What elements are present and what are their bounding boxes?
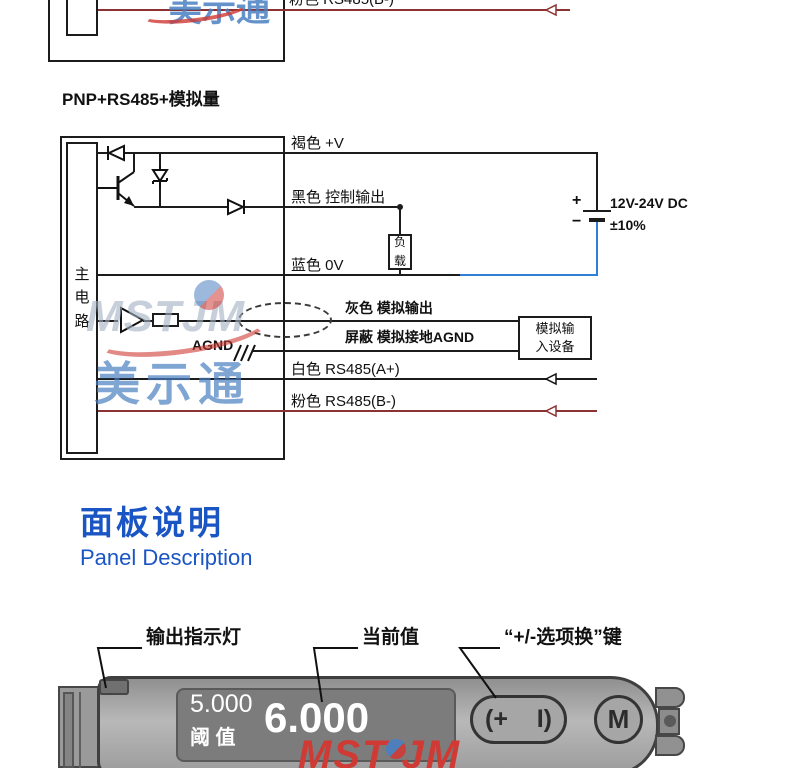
load-bottom-lead [399, 268, 401, 276]
mount-tab-bottom [655, 735, 685, 756]
fiber-port-slot [63, 692, 74, 768]
load-label: 负载 [393, 235, 406, 268]
buffer-output-line [143, 320, 152, 322]
power-minus-lead [596, 222, 598, 276]
wire-label-shield: 屏蔽 模拟接地AGND [345, 329, 475, 345]
mode-key-label: M [607, 704, 630, 734]
analog-device-line2: 入设备 [535, 339, 575, 354]
callout-output-indicator: 输出指示灯 [146, 627, 242, 648]
buffer-input-line [98, 320, 118, 322]
fragment-box-left-line [48, 0, 50, 62]
wire-black-line [134, 206, 401, 208]
plus-key-label: (+ [485, 705, 508, 733]
power-plus-lead [596, 152, 598, 212]
mode-button[interactable]: M [594, 695, 643, 744]
zener-diode-icon [151, 166, 169, 188]
diode-icon [227, 198, 246, 216]
transistor-icon [98, 171, 135, 207]
main-circuit-box: 主电路 [66, 142, 98, 454]
power-tolerance-label: ±10% [610, 217, 646, 233]
diode-icon [106, 144, 125, 162]
fragment-inner-bottom-line [66, 34, 98, 36]
display-current-value: 6.000 [264, 694, 370, 741]
zener-bottom-lead [159, 188, 161, 206]
zener-top-lead [159, 152, 161, 166]
cable-shield-ellipse [238, 302, 332, 338]
arrow-left-icon [544, 3, 557, 17]
wire-pink-line [98, 410, 597, 412]
fragment-box-bottom-line [48, 60, 285, 62]
load-top-lead [399, 206, 401, 236]
agnd-label: AGND [192, 337, 234, 353]
analog-device-line1: 模拟输 [535, 321, 575, 337]
battery-long-bar [583, 210, 611, 212]
wire-label-black: 黑色 控制输出 [291, 189, 386, 206]
display-threshold-value: 5.000 [190, 690, 253, 718]
buffer-amp-icon [120, 306, 146, 334]
mount-tab-top [655, 687, 685, 708]
select-key-label: I) [536, 705, 552, 733]
fiber-port-seam [79, 692, 81, 768]
wire-label-gray: 灰色 模拟输出 [345, 300, 433, 316]
fragment-inner-right-line [96, 0, 98, 36]
wire-blue-line-left [98, 274, 460, 276]
callout-option-keys: “+/-选项换”键 [504, 627, 622, 648]
fragment-inner-left-line [66, 0, 68, 36]
load-box: 负载 [388, 234, 412, 270]
battery-short-bar [589, 218, 605, 222]
mount-pin [664, 715, 676, 727]
arrow-left-icon [544, 372, 557, 386]
diagram-title: PNP+RS485+模拟量 [62, 90, 220, 109]
wire-label-brown: 褐色 +V [291, 135, 344, 152]
arrow-left-icon [544, 404, 557, 418]
main-circuit-label: 主电路 [74, 266, 90, 330]
section-title-en: Panel Description [80, 545, 253, 570]
sensor-outline-box [60, 136, 285, 460]
wire-brown-line [98, 152, 597, 154]
wire-gray-line [179, 320, 518, 322]
wire-label-pink-fragment: 粉色 RS485(B-) [289, 0, 394, 8]
lcd-display [176, 688, 456, 762]
wire-label-pink: 粉色 RS485(B-) [291, 393, 397, 410]
section-title-cn: 面板说明 [80, 504, 224, 541]
wire-label-white: 白色 RS485(A+) [291, 361, 400, 378]
fragment-box-right-line [283, 0, 285, 62]
resistor-box [152, 313, 179, 327]
callout-current-value: 当前值 [362, 627, 420, 648]
power-minus-sign: − [572, 213, 582, 230]
output-indicator-led [99, 679, 129, 695]
power-plus-sign: + [572, 192, 582, 209]
wire-blue-line-right [460, 274, 597, 276]
plus-minus-select-button[interactable]: (+ I) [470, 695, 567, 744]
fragment-pink-wire-line [98, 9, 570, 11]
wire-shield-line [252, 350, 518, 352]
wire-label-blue: 蓝色 0V [291, 257, 344, 274]
callout-leader-lines [96, 647, 500, 703]
wire-white-line [98, 378, 597, 380]
ground-icon [233, 344, 256, 362]
display-threshold-label: 阈 值 [190, 727, 236, 749]
power-voltage-label: 12V-24V DC [610, 195, 688, 211]
analog-input-device-box: 模拟输 入设备 [518, 316, 592, 360]
transistor-collector-line [133, 152, 135, 172]
